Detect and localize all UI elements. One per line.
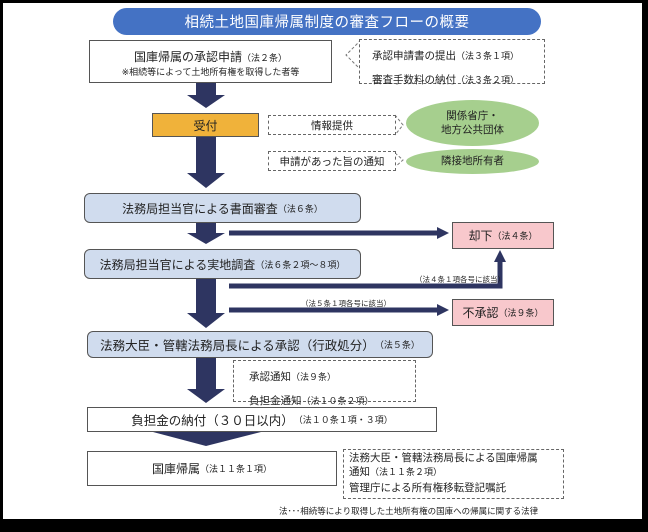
flow-diagram: 相続土地国庫帰属制度の審査フローの概要 国庫帰属の承認申請（法２条） ※相続等に… <box>3 3 642 519</box>
chevron-notice <box>394 152 404 168</box>
down-arrow-4 <box>187 277 225 328</box>
reception-box: 受付 <box>152 113 259 137</box>
approval-notices-box: 承認通知（法９条） 負担金通知（法１０条２項） <box>233 360 416 407</box>
dismissal-box: 却下（法４条） <box>452 222 554 249</box>
document-review-box: 法務局担当官による書面審査（法６条） <box>84 193 361 223</box>
national-treasury-vesting-box: 国庫帰属（法１１条１項） <box>87 451 337 486</box>
application-box: 国庫帰属の承認申請（法２条） ※相続等によって土地所有権を取得した者等 <box>89 40 332 83</box>
agencies-ellipse: 関係省庁・ 地方公共団体 <box>406 100 539 146</box>
application-ref: （法２条） <box>242 53 288 64</box>
arrow-survey-to-dismissal <box>229 261 503 289</box>
payment-box: 負担金の納付（３０日以内）（法１０条１項・３項） <box>87 407 437 432</box>
neighbor-owner-ellipse: 隣接地所有者 <box>406 149 539 174</box>
application-label: 国庫帰属の承認申請 <box>133 49 242 64</box>
connector-layer <box>153 39 506 446</box>
dismissal-condition: （法４条１項各号に該当） <box>415 275 505 284</box>
approval-box: 法務大臣・管轄法務局長による承認（行政処分）（法５条） <box>87 331 433 358</box>
disapproval-condition: （法５条１項各号に該当） <box>301 299 391 308</box>
down-arrow-3 <box>187 222 225 244</box>
notice-item: 負担金通知（法１０条２項） <box>249 395 374 407</box>
field-survey-box: 法務局担当官による実地調査（法６条２項～８項） <box>84 249 361 279</box>
down-arrow-5 <box>187 355 225 403</box>
application-note: ※相続等によって土地所有権を取得した者等 <box>121 67 300 78</box>
page-title: 相続土地国庫帰属制度の審査フローの概要 <box>113 8 541 35</box>
notice-item: 承認通知（法９条） <box>249 371 337 383</box>
down-arrow-2 <box>187 137 225 188</box>
down-arrow-6 <box>153 432 261 446</box>
vesting-details-box: 法務大臣・管轄法務局長による国庫帰属 通知（法１１条２項） 管理庁による所有権移… <box>343 449 564 499</box>
chevron-info <box>394 114 404 136</box>
disapproval-box: 不承認（法９条） <box>452 299 554 326</box>
application-details-box: 承認申請書の提出（法３条１項） 審査手数料の納付（法３条２項） <box>359 39 545 86</box>
notice-label: 申請があった旨の通知 <box>268 151 396 171</box>
down-arrow-1 <box>187 83 225 108</box>
info-provision-label: 情報提供 <box>268 115 396 135</box>
detail-item: 審査手数料の納付（法３条２項） <box>372 74 520 86</box>
chevron-application <box>345 39 362 71</box>
footnote: 法･･･相続等により取得した土地所有権の国庫への帰属に関する法律 <box>279 507 539 517</box>
detail-item: 承認申請書の提出（法３条１項） <box>372 50 520 62</box>
